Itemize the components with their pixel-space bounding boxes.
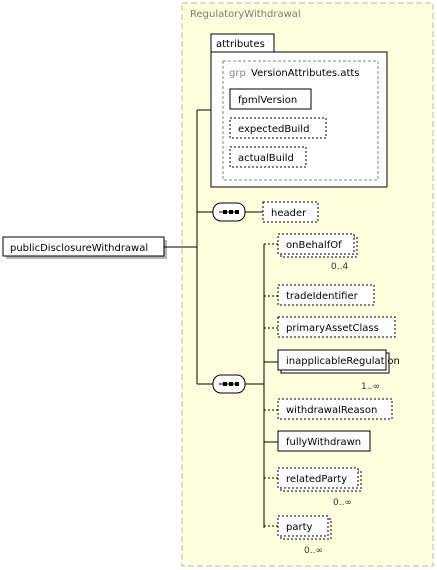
cardinality-party: 0..∞ <box>304 546 323 556</box>
root-element-box[interactable]: publicDisclosureWithdrawal <box>2 236 167 259</box>
root-element-label: publicDisclosureWithdrawal <box>10 243 148 254</box>
group-name-label: VersionAttributes.atts <box>251 68 360 79</box>
attribute-actual-build-label: actualBuild <box>238 153 294 164</box>
element-primary-asset-class[interactable]: primaryAssetClass <box>277 316 396 338</box>
cardinality-inapplicable-regulation: 1..∞ <box>361 382 380 392</box>
attributes-title: attributes <box>216 39 265 50</box>
element-trade-identifier[interactable]: tradeIdentifier <box>277 284 375 306</box>
element-on-behalf-of-label: onBehalfOf <box>286 240 342 251</box>
element-related-party-label: relatedParty <box>286 474 347 485</box>
complex-type-title: RegulatoryWithdrawal <box>190 9 301 20</box>
element-inapplicable-regulation-label: inapplicableRegulation <box>286 356 400 367</box>
element-related-party[interactable]: relatedParty 0..∞ <box>277 467 362 508</box>
sequence-compositor-main[interactable] <box>212 374 246 394</box>
element-party[interactable]: party 0..∞ <box>277 515 332 556</box>
group-prefix-label: grp <box>229 68 246 79</box>
attribute-fpml-version[interactable] <box>229 88 312 110</box>
element-withdrawal-reason-label: withdrawalReason <box>286 405 377 416</box>
element-on-behalf-of[interactable]: onBehalfOf 0..4 <box>277 233 358 272</box>
element-party-label: party <box>286 522 313 533</box>
attribute-fpml-version-label: fpmlVersion <box>238 95 297 106</box>
attributes-panel: attributes grp VersionAttributes.atts fp… <box>210 33 388 188</box>
cardinality-related-party: 0..∞ <box>333 498 352 508</box>
cardinality-on-behalf-of: 0..4 <box>331 262 348 272</box>
element-header[interactable]: header <box>262 201 319 223</box>
element-trade-identifier-label: tradeIdentifier <box>286 291 359 302</box>
attribute-actual-build[interactable] <box>229 146 307 168</box>
element-fully-withdrawn[interactable]: fullyWithdrawn <box>277 430 371 452</box>
element-withdrawal-reason[interactable]: withdrawalReason <box>277 398 393 420</box>
element-inapplicable-regulation[interactable]: inapplicableRegulation 1..∞ <box>277 349 400 392</box>
sequence-compositor-header[interactable] <box>212 202 246 222</box>
element-primary-asset-class-label: primaryAssetClass <box>286 323 379 334</box>
element-header-label: header <box>271 208 307 219</box>
attribute-expected-build-label: expectedBuild <box>238 124 309 135</box>
element-fully-withdrawn-label: fullyWithdrawn <box>286 437 361 448</box>
attribute-expected-build[interactable] <box>229 117 327 139</box>
connector-lines <box>164 109 278 528</box>
